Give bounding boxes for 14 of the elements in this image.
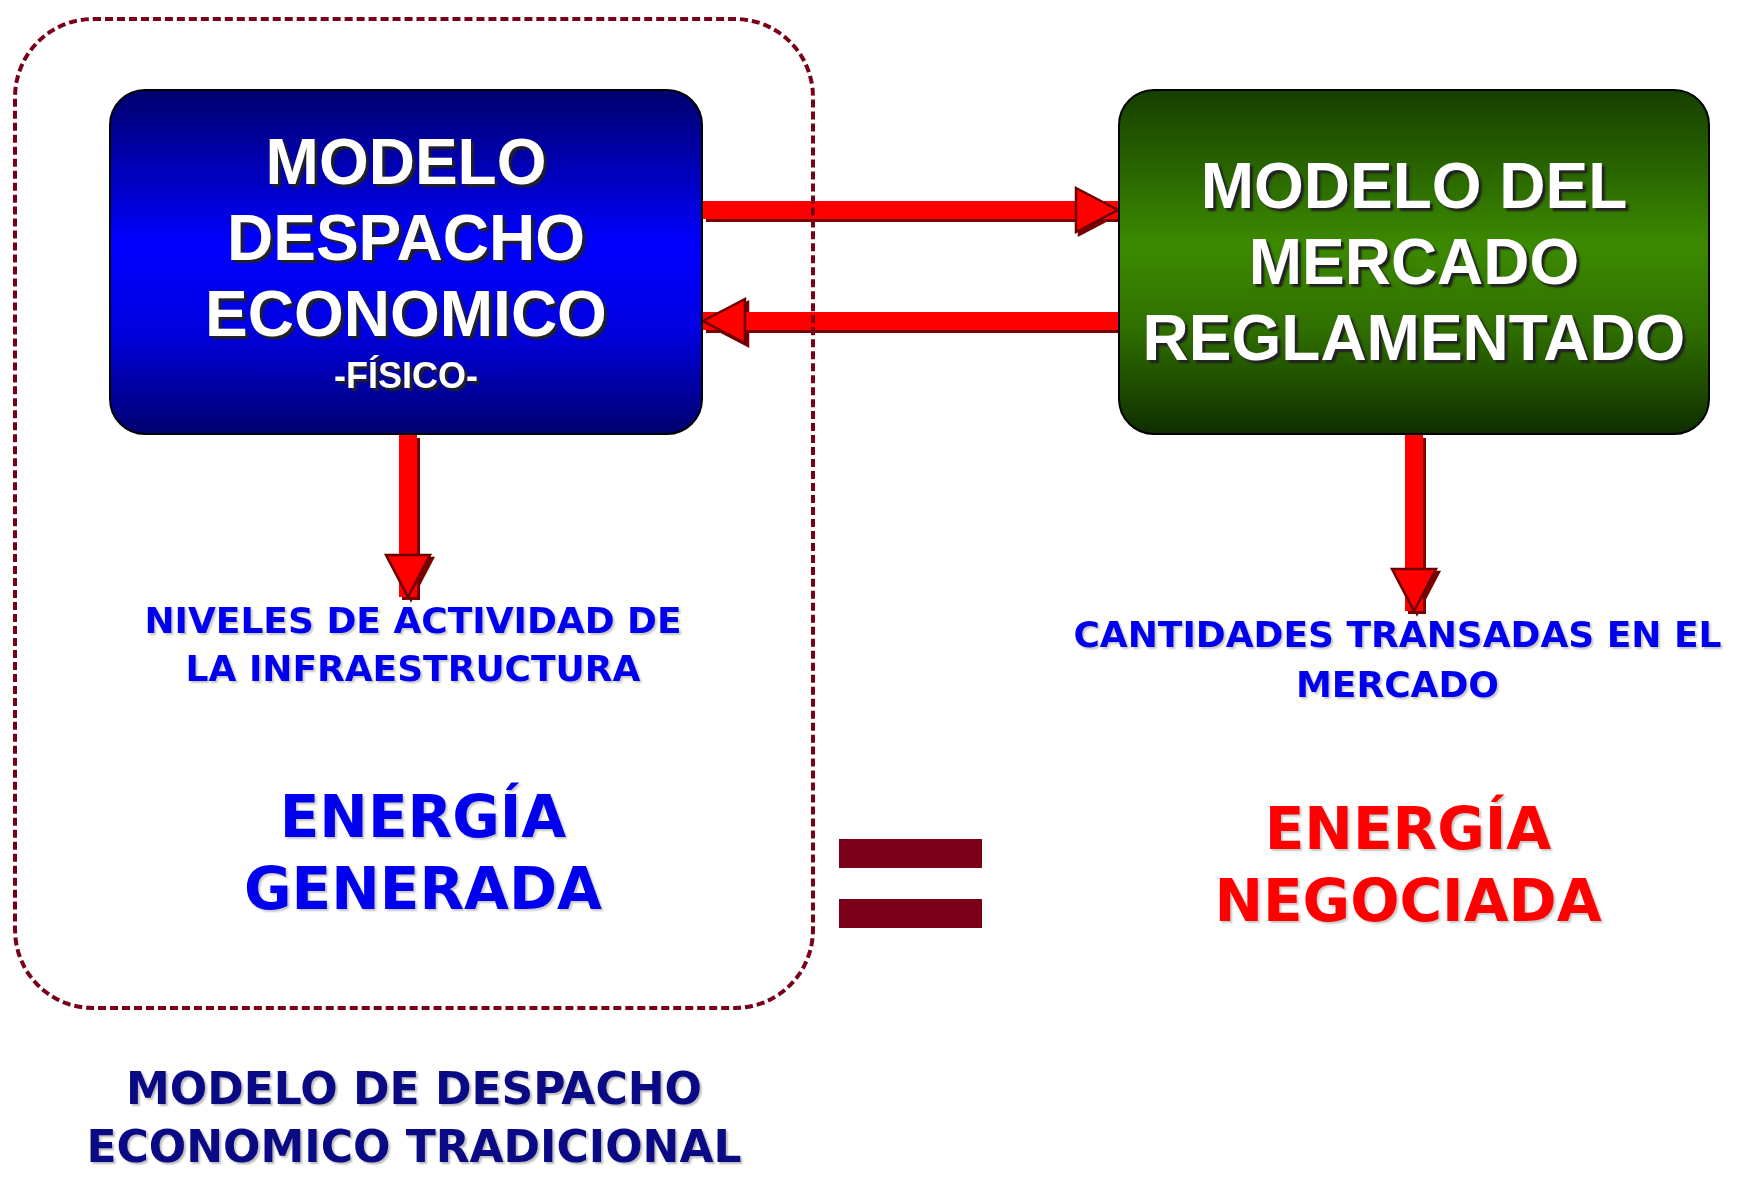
box-title: MODELO DESPACHO ECONOMICO xyxy=(205,125,607,352)
block-arrow xyxy=(384,435,432,599)
text-label: CANTIDADES TRANSADAS EN EL MERCADO xyxy=(1072,612,1723,707)
box-title: MODELO DEL MERCADO REGLAMENTADO xyxy=(1142,149,1686,376)
process-box xyxy=(109,89,703,435)
text-label: NIVELES DE ACTIVIDAD DE LA INFRAESTRUCTURA xyxy=(143,598,683,691)
box-subtitle: -FÍSICO- xyxy=(334,354,478,398)
block-arrow xyxy=(1390,435,1438,613)
text-label: ENERGÍA NEGOCIADA xyxy=(1213,793,1603,937)
block-arrow xyxy=(703,186,1120,234)
group-caption: MODELO DE DESPACHO ECONOMICO TRADICIONAL xyxy=(85,1062,743,1174)
block-arrow xyxy=(701,297,1118,345)
text-label: ENERGÍA GENERADA xyxy=(243,781,603,925)
process-box xyxy=(1118,89,1710,435)
